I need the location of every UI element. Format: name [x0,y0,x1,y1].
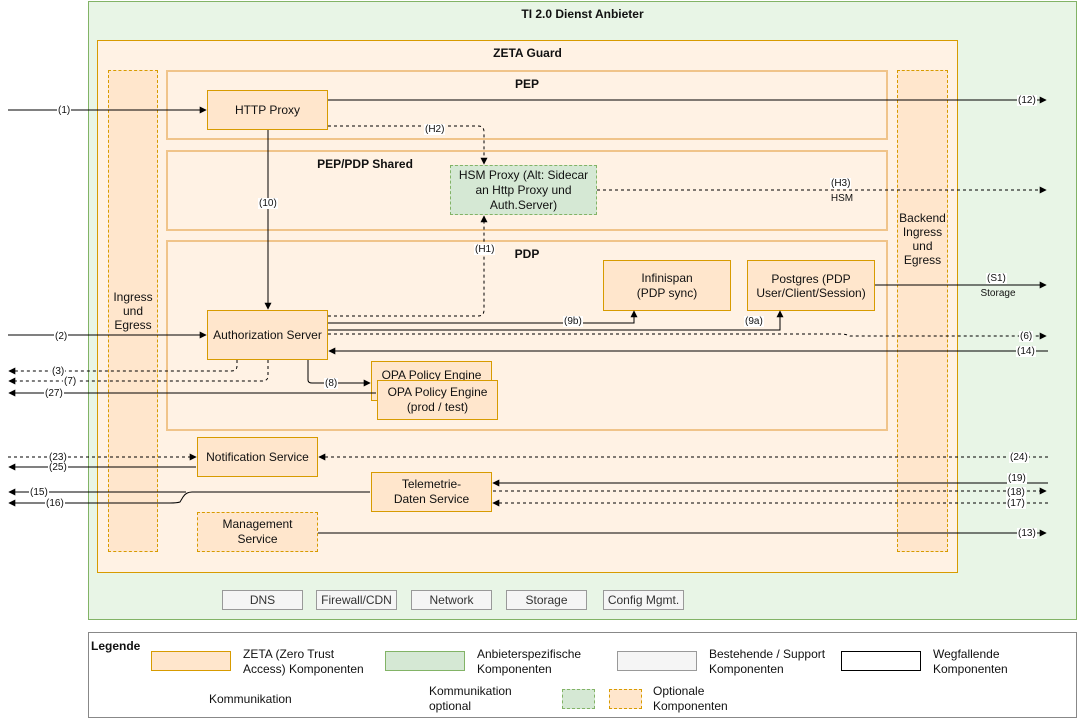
pep-pdp-shared-title: PEP/PDP Shared [317,157,413,171]
provider-title: TI 2.0 Dienst Anbieter [521,7,644,21]
label-1: (1) [57,105,72,116]
label-23: (23) [48,452,68,463]
label-12: (12) [1017,95,1037,106]
http-proxy[interactable]: HTTP Proxy [207,90,328,130]
legend-support-label: Bestehende / Support Komponenten [709,647,826,676]
backend-ingress-egress-label: Backend Ingress und Egress [899,211,946,267]
label-7: (7) [63,376,78,387]
legend-title: Legende [91,639,141,653]
label-24: (24) [1009,452,1029,463]
management-service[interactable]: Management Service [197,512,318,552]
authorization-server-label: Authorization Server [213,328,322,342]
infinispan[interactable]: Infinispan (PDP sync) [603,260,731,311]
management-service-label: Management Service [222,517,293,546]
hsm-proxy-label: HSM Proxy (Alt: Sidecar an Http Proxy un… [458,167,589,212]
label-25: (25) [48,462,68,473]
label-18: (18) [1006,487,1026,498]
label-h1: (H1) [474,244,496,255]
postgres-label: Postgres (PDP User/Client/Session) [756,271,866,300]
postgres[interactable]: Postgres (PDP User/Client/Session) [747,260,875,311]
label-3: (3) [51,366,66,377]
support-config-mgmt-label: Config Mgmt. [607,593,680,607]
support-storage-label: Storage [525,593,568,607]
legend-support-swatch [617,651,697,671]
opa-back-label: OPA Policy Engine [381,368,482,382]
support-firewall-cdn: Firewall/CDN [316,590,397,610]
legend-optional-green-swatch [562,689,595,709]
opa-front-label: OPA Policy Engine (prod / test) [387,385,488,414]
support-dns-label: DNS [249,593,276,607]
authorization-server[interactable]: Authorization Server [207,310,328,360]
legend-optional-zeta-swatch [609,689,642,709]
backend-ingress-egress: Backend Ingress und Egress [897,70,948,552]
legend-zeta-swatch [151,651,231,671]
label-6: (6) [1019,331,1034,342]
legend-removed-label: Wegfallende Komponenten [933,647,1008,676]
label-9a: (9a) [744,316,764,327]
support-config-mgmt: Config Mgmt. [603,590,684,610]
label-h3: (H3) [830,178,852,189]
telemetrie-service[interactable]: Telemetrie- Daten Service [371,472,492,512]
label-19: (19) [1007,473,1027,484]
legend-optional-components-label: Optionale Komponenten [653,684,728,713]
support-dns: DNS [222,590,303,610]
label-9b: (9b) [563,316,583,327]
support-firewall-cdn-label: Firewall/CDN [321,593,392,607]
label-h2: (H2) [424,124,446,135]
legend-provider-swatch [385,651,465,671]
label-13: (13) [1017,528,1037,539]
support-network: Network [411,590,492,610]
telemetrie-service-label: Telemetrie- Daten Service [393,477,470,506]
label-hsm: HSM [830,193,854,204]
label-15: (15) [29,487,49,498]
ingress-egress-label: Ingress und Egress [113,290,153,332]
label-17: (17) [1006,498,1026,509]
notification-service[interactable]: Notification Service [197,437,318,477]
label-16: (16) [45,498,65,509]
label-8: (8) [324,378,339,389]
pdp-title: PDP [514,247,540,261]
pep-title: PEP [514,77,539,91]
notification-service-label: Notification Service [206,450,309,464]
label-10: (10) [258,198,278,209]
legend-provider-label: Anbieterspezifische Komponenten [477,647,582,676]
label-27: (27) [44,388,64,399]
support-network-label: Network [429,593,474,607]
opa-policy-engine-front[interactable]: OPA Policy Engine (prod / test) [377,380,498,420]
ingress-egress: Ingress und Egress [108,70,158,552]
zeta-guard-title: ZETA Guard [493,46,562,60]
label-2: (2) [54,331,69,342]
hsm-proxy[interactable]: HSM Proxy (Alt: Sidecar an Http Proxy un… [450,165,597,215]
label-storage: Storage [980,288,1016,299]
infinispan-label: Infinispan (PDP sync) [636,270,698,300]
http-proxy-label: HTTP Proxy [234,103,301,117]
legend-communication-label: Kommunikation [209,692,292,706]
legend-removed-swatch [841,651,921,671]
support-storage: Storage [506,590,587,610]
label-14: (14) [1016,346,1036,357]
label-s1: (S1) [986,273,1007,284]
legend-optional-communication-label: Kommunikation optional [429,684,512,713]
legend-zeta-label: ZETA (Zero Trust Access) Komponenten [243,647,364,676]
